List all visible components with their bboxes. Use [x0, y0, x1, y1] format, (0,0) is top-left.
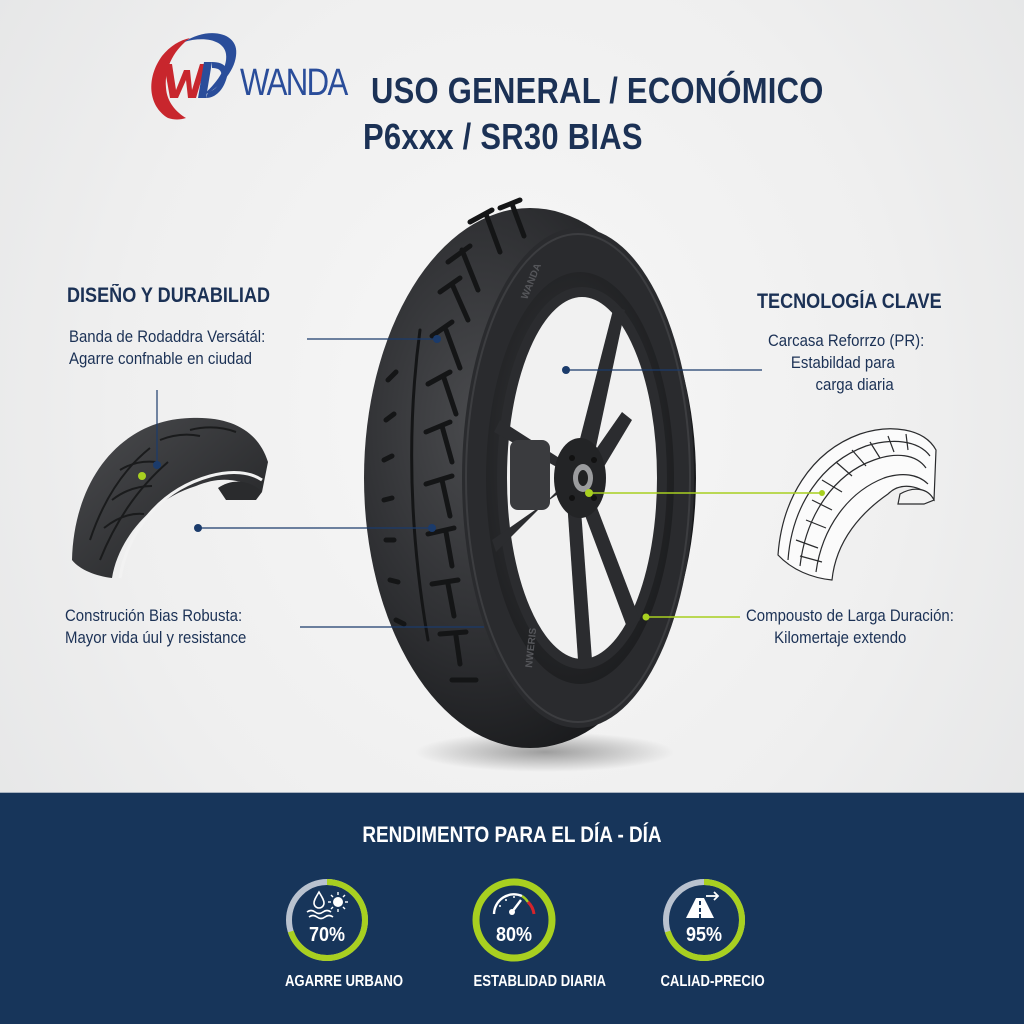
- callout-text: carga diaria: [815, 375, 894, 394]
- right-section-heading: TECNOLOGÍA CLAVE: [757, 290, 942, 313]
- metric-urban-grip: 70% AGARRE URBANO: [272, 876, 404, 991]
- callout-text: Agarre confnable en ciudad: [69, 349, 252, 368]
- callout-title: Construción Bias Robusta:: [65, 606, 243, 625]
- wireframe-tire-image: [777, 428, 937, 581]
- callout-carcass-reinforcement: Carcasa Reforrzo (PR): Estabildad para c…: [768, 330, 924, 396]
- navy-pointer-lines: [156, 338, 762, 628]
- metric-value: 80%: [495, 924, 533, 946]
- road-arrow-icon: [686, 891, 720, 918]
- progress-ring: 70%: [283, 876, 371, 964]
- page-subtitle: P6xxx / SR30 BIAS: [363, 116, 643, 157]
- callout-title: Carcasa Reforrzo (PR):: [768, 331, 925, 350]
- metric-label: CALIAD-PRECIO: [660, 973, 765, 990]
- wanda-logo-mark-icon: [151, 33, 237, 120]
- progress-ring: 80%: [470, 876, 558, 964]
- main-tire-image: WANDA NWERIS: [364, 197, 696, 748]
- callout-text: Estabildad para: [790, 353, 895, 372]
- callout-title: Banda de Rodaddra Versátál:: [69, 327, 266, 346]
- callout-text: Mayor vida úul y resistance: [65, 628, 247, 647]
- callout-long-compound: Compousto de Larga Duración: Kilomertaje…: [746, 605, 954, 649]
- metric-label: ESTABLIDAD DIARIA: [473, 973, 606, 990]
- page-title: USO GENERAL / ECONÓMICO: [371, 70, 824, 111]
- metric-daily-stability: 80% ESTABLIDAD DIARIA: [459, 876, 606, 991]
- water-sun-icon: [306, 890, 348, 920]
- tire-illustration-layer: WANDA NWERIS: [72, 197, 937, 772]
- speedometer-icon: [492, 893, 536, 915]
- svg-text:NWERIS: NWERIS: [524, 627, 539, 668]
- callout-bias-construction: Construción Bias Robusta: Mayor vida úul…: [65, 605, 246, 649]
- lime-pointer-lines: [589, 492, 822, 618]
- wanda-logo: [146, 26, 351, 126]
- metric-value: 70%: [308, 924, 346, 946]
- metric-value: 95%: [685, 924, 723, 946]
- metric-label: AGARRE URBANO: [284, 973, 404, 990]
- callout-tread-band: Banda de Rodaddra Versátál: Agarre confn…: [69, 326, 265, 370]
- callout-title: Compousto de Larga Duración:: [746, 606, 954, 625]
- tread-cutaway-image: [72, 417, 268, 579]
- lime-pointer-dot: [138, 472, 146, 480]
- performance-band: [0, 792, 1024, 1024]
- progress-ring: 95%: [660, 876, 748, 964]
- left-section-heading: DISEÑO Y DURABILIAD: [67, 284, 271, 307]
- logo-wordmark: WANDA: [240, 62, 348, 104]
- metric-value-for-money: 95% CALIAD-PRECIO: [649, 876, 765, 991]
- tire-shadow: [415, 732, 675, 772]
- callout-text: Kilomertaje extendo: [774, 628, 907, 647]
- performance-title: RENDIMENTO PARA EL DÍA - DÍA: [362, 822, 662, 847]
